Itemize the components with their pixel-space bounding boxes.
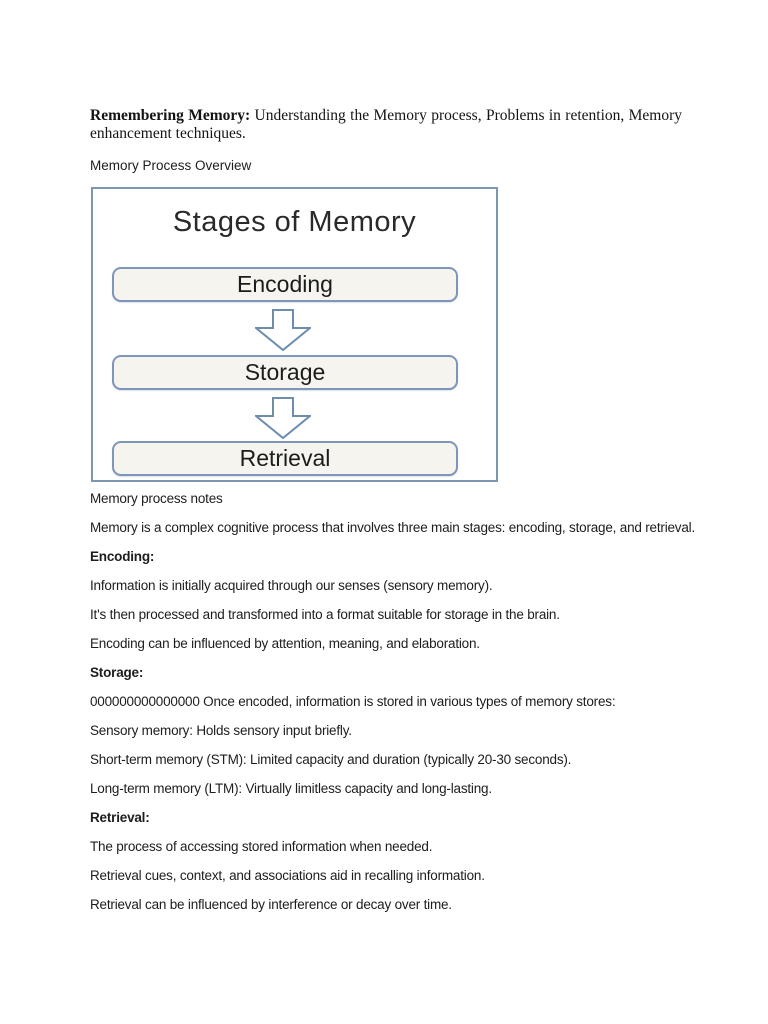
overview-label: Memory Process Overview — [90, 158, 252, 173]
notes-section: Memory process notes Memory is a complex… — [90, 491, 738, 927]
note-line: The process of accessing stored informat… — [90, 839, 433, 854]
note-line: Sensory memory: Holds sensory input brie… — [90, 723, 352, 738]
heading-regular-text: Understanding the Memory process, Proble… — [90, 106, 683, 143]
note-line: Memory is a complex cognitive process th… — [90, 520, 696, 535]
note-line: Memory process notes — [90, 491, 223, 506]
note-line: Retrieval cues, context, and association… — [90, 868, 485, 883]
note-heading-retrieval: Retrieval: — [90, 810, 150, 825]
note-line: Encoding can be influenced by attention,… — [90, 636, 480, 651]
note-line: Retrieval can be influenced by interfere… — [90, 897, 452, 912]
stage-box-retrieval: Retrieval — [112, 441, 458, 476]
note-line: Short-term memory (STM): Limited capacit… — [90, 752, 572, 767]
memory-stages-diagram: Stages of Memory Encoding Storage Retrie… — [91, 187, 498, 482]
stage-label-storage: Storage — [244, 359, 326, 385]
down-arrow-icon — [255, 309, 311, 351]
note-line: 000000000000000 Once encoded, informatio… — [90, 694, 616, 709]
note-line: Long-term memory (LTM): Virtually limitl… — [90, 781, 492, 796]
document-heading: Remembering Memory: Understanding the Me… — [90, 107, 682, 144]
note-line: It's then processed and transformed into… — [90, 607, 560, 622]
stage-label-encoding: Encoding — [237, 271, 333, 297]
note-line: Information is initially acquired throug… — [90, 578, 493, 593]
stage-box-storage: Storage — [112, 355, 458, 390]
note-heading-storage: Storage: — [90, 665, 144, 680]
stage-label-retrieval: Retrieval — [239, 445, 331, 471]
diagram-title: Stages of Memory — [172, 206, 417, 238]
heading-bold-text: Remembering Memory: — [90, 106, 251, 124]
stage-box-encoding: Encoding — [112, 267, 458, 302]
note-heading-encoding: Encoding: — [90, 549, 155, 564]
down-arrow-icon — [255, 397, 311, 439]
